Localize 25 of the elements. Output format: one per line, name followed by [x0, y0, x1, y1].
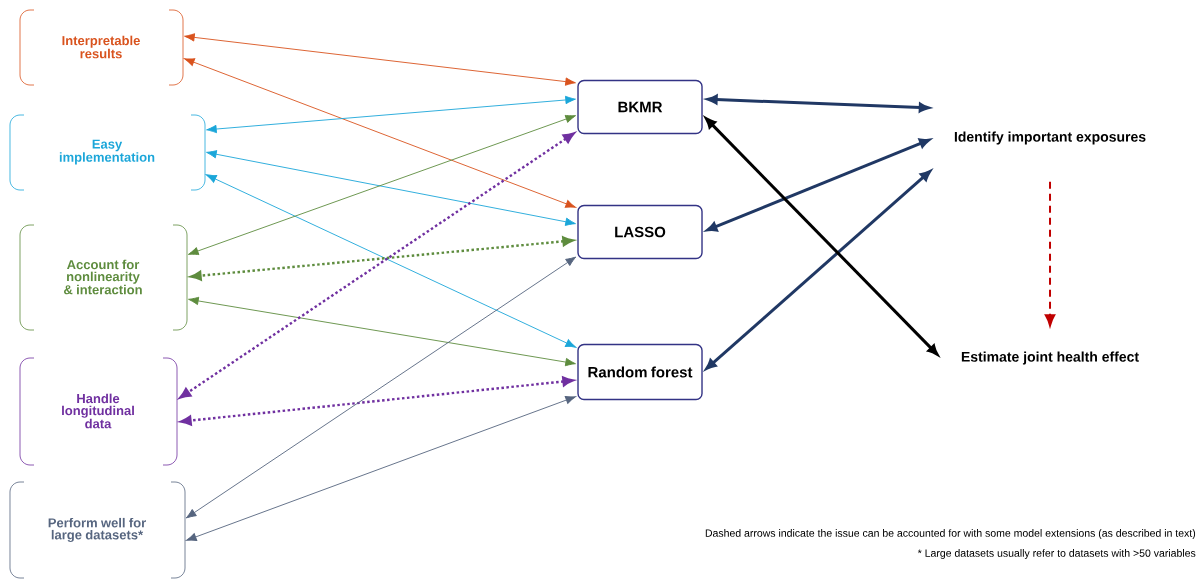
arrow [1044, 180, 1056, 327]
bracket-box: Easy implementation [9, 114, 206, 191]
method-box: BKMR [577, 79, 703, 135]
arrow [179, 132, 575, 399]
note-text: * Large datasets usually refer to datasets with >50 variables [917, 549, 1196, 559]
arrow [184, 58, 577, 208]
arrow [186, 396, 577, 541]
arrow [184, 33, 576, 86]
outcome-text: Estimate joint health effect [961, 351, 1139, 365]
method-box: Random forest [577, 343, 703, 401]
arrow [205, 174, 577, 348]
bracket-box: Perform well for large datasets* [9, 481, 186, 579]
arrow [206, 95, 576, 134]
outcome-text: Identify important exposures [954, 131, 1146, 145]
arrow [188, 114, 576, 256]
arrow [190, 236, 574, 281]
arrow [206, 150, 576, 226]
arrow [188, 296, 576, 367]
arrow [185, 256, 577, 519]
bracket-box: Account for nonlinearity & interaction [19, 224, 188, 331]
arrow [180, 376, 574, 426]
method-box: LASSO [577, 204, 703, 260]
note-text: Dashed arrows indicate the issue can be accounted for with some model extensions (as described in text) [705, 529, 1196, 539]
bracket-box: Interpretable results [19, 9, 184, 86]
bracket-box: Handle longitudinal data [19, 357, 178, 466]
